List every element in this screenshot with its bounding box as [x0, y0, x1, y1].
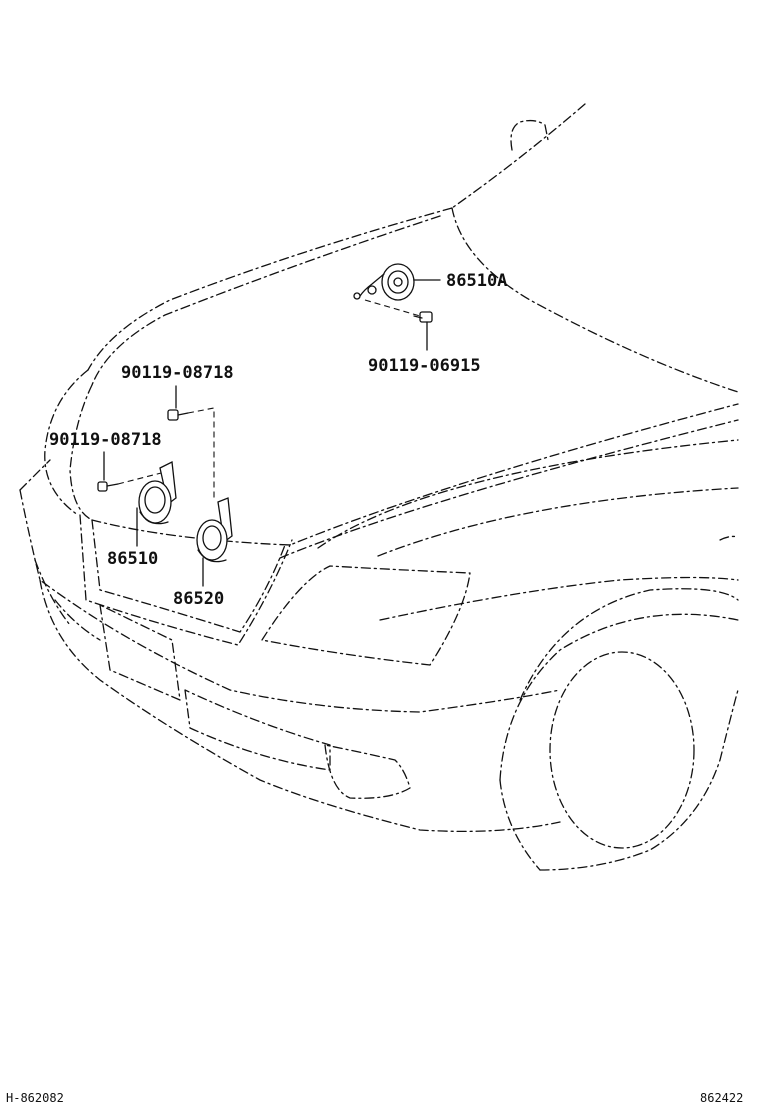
- footer-right-code: 862422: [700, 1091, 743, 1105]
- label-90119-08718-top: 90119-08718: [121, 363, 234, 383]
- bolt-lower-left: [97, 471, 166, 492]
- horn-86510-part: [138, 461, 177, 525]
- label-90119-08718-bottom: 90119-08718: [49, 430, 162, 450]
- vehicle-outline: [19, 103, 739, 871]
- label-86520: 86520: [173, 589, 224, 609]
- label-90119-06915: 90119-06915: [368, 356, 481, 376]
- horn-86510a-part: [353, 263, 415, 301]
- label-86510: 86510: [107, 549, 158, 569]
- label-86510a: 86510A: [446, 271, 507, 291]
- bolt-90119-06915: [364, 299, 433, 323]
- horn-86520-part: [196, 497, 233, 563]
- bolt-upper-left: [167, 407, 215, 500]
- footer-left-code: H-862082: [6, 1091, 64, 1105]
